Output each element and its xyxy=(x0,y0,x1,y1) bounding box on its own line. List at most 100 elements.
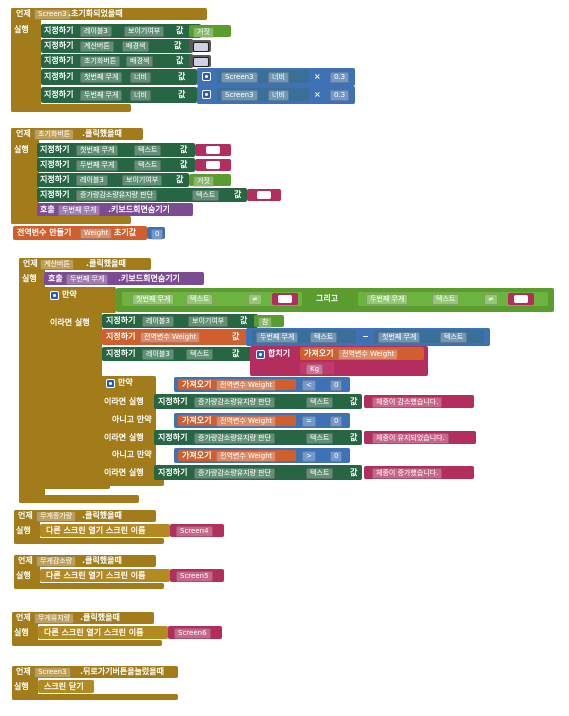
event-block-calc-click[interactable] xyxy=(19,258,151,270)
text-field[interactable] xyxy=(206,161,220,169)
text-field[interactable] xyxy=(514,295,528,303)
call-block[interactable] xyxy=(44,272,204,285)
component-dropdown[interactable]: 계산버튼 xyxy=(40,259,74,270)
component-property-block[interactable] xyxy=(374,330,484,343)
property-dropdown[interactable]: 너비 xyxy=(268,72,289,83)
set-block[interactable] xyxy=(154,430,362,445)
text-block[interactable] xyxy=(168,626,222,639)
set-block[interactable] xyxy=(41,54,193,68)
screen-name-field[interactable]: Screen5 xyxy=(176,571,213,582)
target-dropdown[interactable]: 레이블3 xyxy=(142,316,174,327)
component-dropdown[interactable]: Screen3 xyxy=(221,72,258,83)
target-dropdown[interactable]: 두번째 무게 xyxy=(76,160,119,171)
text-field[interactable]: 체중이 증가했습니다. xyxy=(372,468,443,479)
event-block-back-pressed[interactable] xyxy=(12,666,178,678)
operator-dropdown[interactable]: < xyxy=(302,380,316,391)
target-dropdown[interactable]: 두번째 무게 xyxy=(366,294,409,305)
component-dropdown[interactable]: Screen3 xyxy=(221,90,258,101)
text-block[interactable] xyxy=(300,362,334,374)
gear-icon[interactable] xyxy=(202,72,211,81)
open-screen-block[interactable] xyxy=(38,626,168,639)
property-dropdown[interactable]: 텍스트 xyxy=(186,349,214,360)
target-dropdown[interactable]: 레이블3 xyxy=(142,349,174,360)
property-dropdown[interactable]: 텍스트 xyxy=(134,160,162,171)
target-dropdown[interactable]: 두번째 무게 xyxy=(66,274,109,285)
property-dropdown[interactable]: 텍스트 xyxy=(192,190,220,201)
target-dropdown[interactable]: 초기화버튼 xyxy=(80,56,121,67)
set-block[interactable] xyxy=(37,188,247,202)
false-block[interactable] xyxy=(189,174,231,186)
event-block-maintain-click[interactable] xyxy=(12,612,154,624)
open-screen-block[interactable] xyxy=(40,524,170,537)
set-block[interactable] xyxy=(154,394,362,409)
number-field[interactable]: 0 xyxy=(330,416,343,427)
target-dropdown[interactable]: 증가량감소량유지량 판단 xyxy=(194,468,276,479)
text-field[interactable] xyxy=(206,146,220,154)
operator-dropdown[interactable]: = xyxy=(302,416,316,427)
property-dropdown[interactable]: 배경색 xyxy=(126,56,154,67)
gear-icon[interactable] xyxy=(256,350,265,359)
event-block-decrease-click[interactable] xyxy=(14,555,156,567)
set-global-block[interactable] xyxy=(102,329,248,345)
property-dropdown[interactable]: 텍스트 xyxy=(310,332,338,343)
text-field[interactable]: Kg xyxy=(306,364,324,375)
open-screen-block[interactable] xyxy=(40,569,170,582)
set-block[interactable] xyxy=(41,39,193,53)
property-dropdown[interactable]: 텍스트 xyxy=(134,145,162,156)
target-dropdown[interactable]: 첫번째 무게 xyxy=(80,72,123,83)
component-dropdown[interactable]: Screen3 xyxy=(34,9,71,20)
variable-name-field[interactable]: Weight xyxy=(80,228,113,239)
true-block[interactable] xyxy=(254,315,284,327)
get-variable-block[interactable] xyxy=(178,415,296,426)
set-block[interactable] xyxy=(102,347,256,361)
bool-dropdown[interactable]: 참 xyxy=(258,317,273,328)
operator-dropdown[interactable]: ≠ xyxy=(248,294,262,305)
gear-icon[interactable] xyxy=(106,379,115,388)
property-dropdown[interactable]: 너비 xyxy=(130,72,151,83)
component-property-block[interactable] xyxy=(217,70,309,83)
text-block[interactable] xyxy=(364,431,476,444)
screen-name-field[interactable]: Screen6 xyxy=(174,628,211,639)
target-dropdown[interactable]: 계산버튼 xyxy=(80,41,114,52)
event-block-reset-click[interactable] xyxy=(11,128,143,140)
property-dropdown[interactable]: 보이기여부 xyxy=(124,26,165,37)
target-dropdown[interactable]: 두번째 무게 xyxy=(256,332,299,343)
get-variable-block[interactable] xyxy=(300,347,424,360)
operator-dropdown[interactable]: > xyxy=(302,451,316,462)
component-dropdown[interactable]: Screen3 xyxy=(34,667,71,678)
number-field[interactable]: 0 xyxy=(151,229,164,240)
target-dropdown[interactable]: 레이블3 xyxy=(76,175,108,186)
text-field[interactable]: 체중이 감소했습니다. xyxy=(372,397,443,408)
color-swatch[interactable] xyxy=(193,42,209,52)
property-dropdown[interactable]: 보이기여부 xyxy=(122,175,163,186)
event-block-increase-click[interactable] xyxy=(14,510,156,522)
number-field[interactable]: 0.3 xyxy=(330,72,350,83)
event-block-screen3-initialize[interactable] xyxy=(11,8,207,20)
set-block[interactable] xyxy=(154,465,362,480)
gear-icon[interactable] xyxy=(50,291,59,300)
variable-dropdown[interactable]: 전역변수 Weight xyxy=(216,380,277,391)
global-variable-block[interactable] xyxy=(13,226,147,240)
property-dropdown[interactable]: 너비 xyxy=(130,90,151,101)
text-field[interactable] xyxy=(278,295,292,303)
call-block[interactable] xyxy=(37,203,193,216)
target-dropdown[interactable]: 첫번째 무게 xyxy=(76,145,119,156)
text-field[interactable] xyxy=(257,191,271,199)
compare-block[interactable] xyxy=(122,292,302,306)
set-block[interactable] xyxy=(37,173,189,187)
property-dropdown[interactable]: 너비 xyxy=(268,90,289,101)
number-field[interactable]: 0 xyxy=(330,380,343,391)
get-variable-block[interactable] xyxy=(178,379,296,390)
screen-name-field[interactable]: Screen4 xyxy=(176,526,213,537)
operator-dropdown[interactable]: ≠ xyxy=(484,294,498,305)
property-dropdown[interactable]: 보이기여부 xyxy=(188,316,229,327)
color-swatch[interactable] xyxy=(193,57,209,67)
number-field[interactable]: 0 xyxy=(330,451,343,462)
property-dropdown[interactable]: 텍스트 xyxy=(306,397,334,408)
set-block[interactable] xyxy=(102,314,258,328)
if-block[interactable] xyxy=(44,287,102,487)
gear-icon[interactable] xyxy=(202,90,211,99)
get-variable-block[interactable] xyxy=(178,450,296,461)
target-dropdown[interactable]: 두번째 무게 xyxy=(80,90,123,101)
if-else-block[interactable] xyxy=(100,376,156,486)
